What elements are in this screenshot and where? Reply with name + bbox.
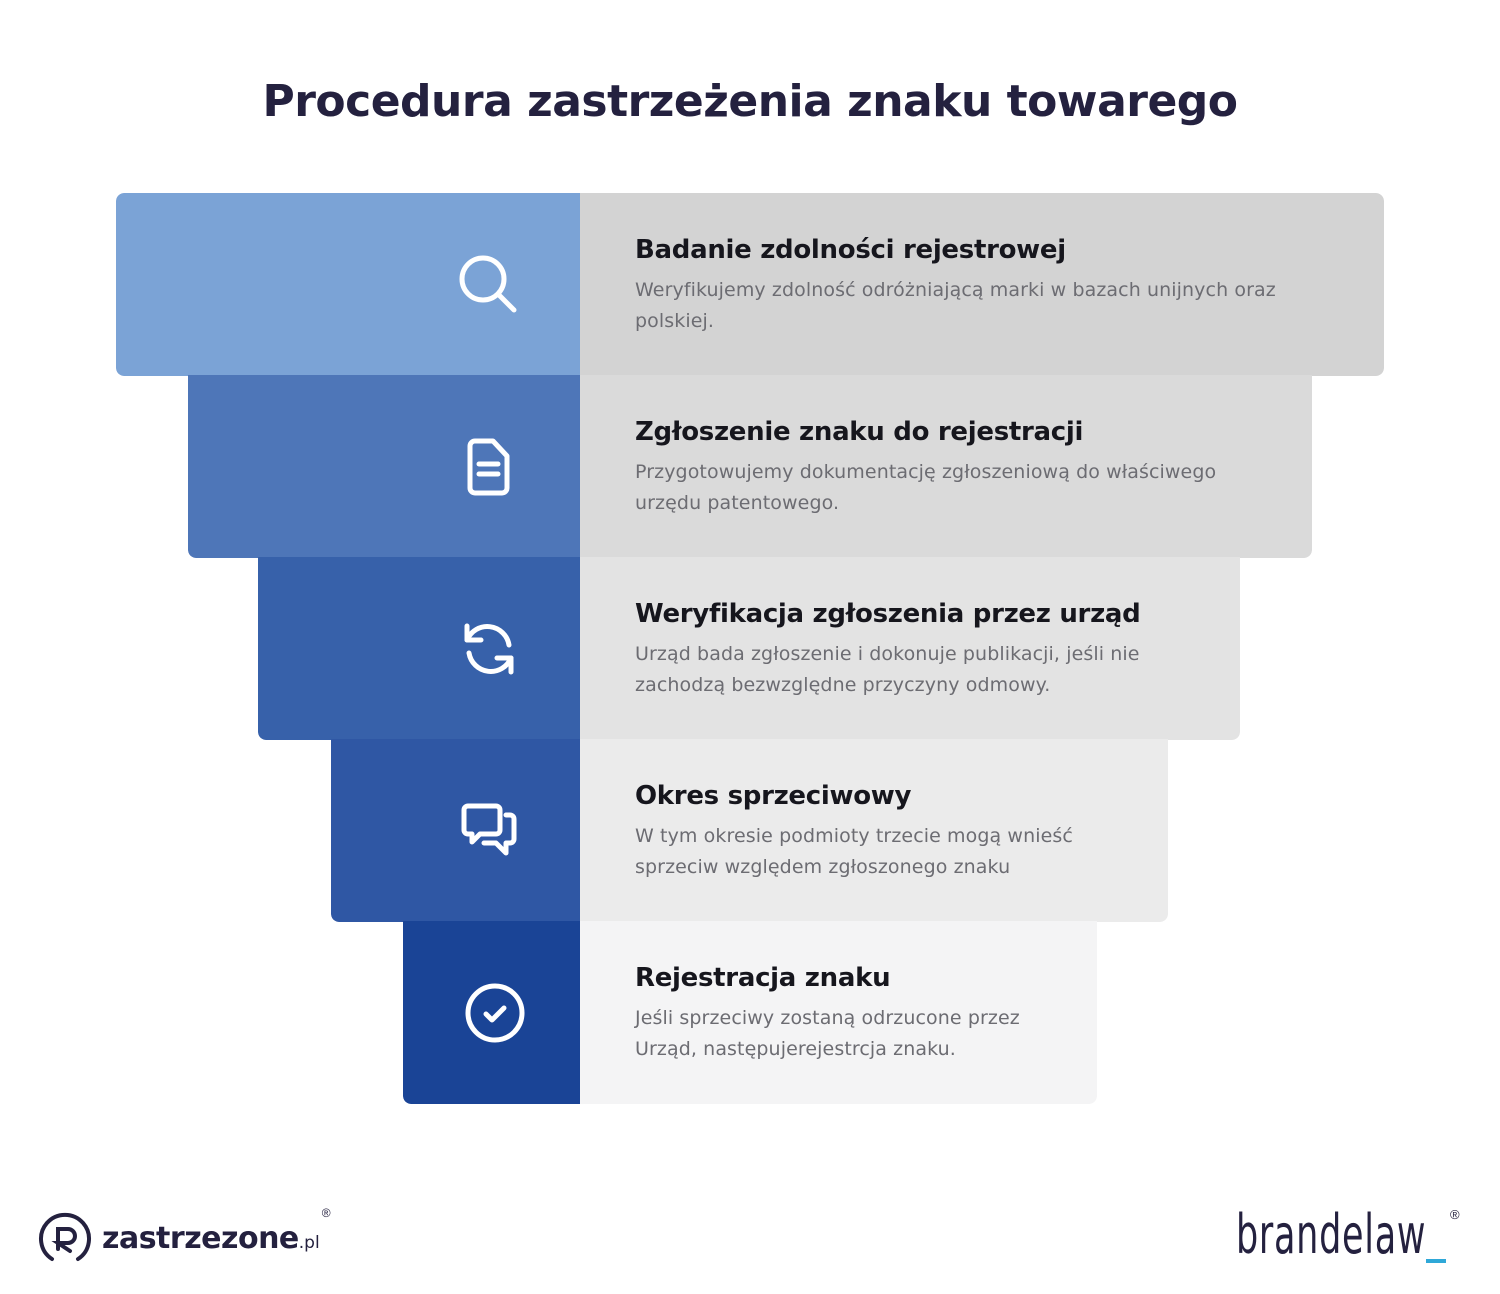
- zastrzezone-logo: zastrzezone .pl ®: [38, 1206, 331, 1266]
- step-title: Zgłoszenie znaku do rejestracji: [635, 417, 1084, 447]
- step-4-content: Okres sprzeciwowy W tym okresie podmioty…: [580, 739, 1168, 922]
- step-3: Weryfikacja zgłoszenia przez urząd Urząd…: [258, 557, 1240, 740]
- refresh-icon: [454, 614, 524, 684]
- step-4-icon-panel: [331, 739, 580, 922]
- step-1-content: Badanie zdolności rejestrowej Weryfikuje…: [580, 193, 1384, 376]
- brandelaw-wordmark: brandelaw: [1236, 1203, 1427, 1266]
- check-circle-icon: [460, 978, 530, 1048]
- step-1-icon-panel: [116, 193, 580, 376]
- brandelaw-underscore: [1426, 1259, 1446, 1263]
- step-description: W tym okresie podmioty trzecie mogą wnie…: [635, 825, 1073, 878]
- step-3-content: Weryfikacja zgłoszenia przez urząd Urząd…: [580, 557, 1240, 740]
- zastrzezone-r-icon: [39, 1212, 91, 1261]
- step-3-icon-panel: [258, 557, 580, 740]
- step-title: Badanie zdolności rejestrowej: [635, 235, 1066, 265]
- step-title: Okres sprzeciwowy: [635, 781, 912, 811]
- registered-mark: ®: [321, 1206, 331, 1220]
- step-5-icon-panel: [403, 921, 580, 1104]
- step-5-content: Rejestracja znaku Jeśli sprzeciwy zostan…: [580, 921, 1097, 1104]
- document-icon: [454, 432, 524, 502]
- step-title: Rejestracja znaku: [635, 963, 891, 993]
- step-description: Jeśli sprzeciwy zostaną odrzucone przez …: [635, 1007, 1020, 1060]
- step-2-icon-panel: [188, 375, 580, 558]
- step-4: Okres sprzeciwowy W tym okresie podmioty…: [331, 739, 1168, 922]
- page-title: Procedura zastrzeżenia znaku towarego: [262, 76, 1238, 127]
- step-1: Badanie zdolności rejestrowej Weryfikuje…: [116, 193, 1384, 376]
- search-icon: [454, 250, 524, 320]
- brandelaw-logo: brandelaw ®: [1236, 1203, 1460, 1273]
- step-2: Zgłoszenie znaku do rejestracji Przygoto…: [188, 375, 1312, 558]
- step-description: Weryfikujemy zdolność odróżniającą marki…: [635, 279, 1276, 332]
- chat-bubbles-icon: [454, 796, 524, 866]
- zastrzezone-wordmark: zastrzezone: [102, 1220, 299, 1256]
- step-description: Przygotowujemy dokumentację zgłoszeniową…: [635, 461, 1217, 514]
- step-title: Weryfikacja zgłoszenia przez urząd: [635, 599, 1141, 629]
- step-5: Rejestracja znaku Jeśli sprzeciwy zostan…: [403, 921, 1097, 1104]
- registered-mark: ®: [1450, 1207, 1460, 1222]
- step-2-content: Zgłoszenie znaku do rejestracji Przygoto…: [580, 375, 1312, 558]
- zastrzezone-tld: .pl: [298, 1233, 320, 1253]
- step-description: Urząd bada zgłoszenie i dokonuje publika…: [635, 643, 1140, 696]
